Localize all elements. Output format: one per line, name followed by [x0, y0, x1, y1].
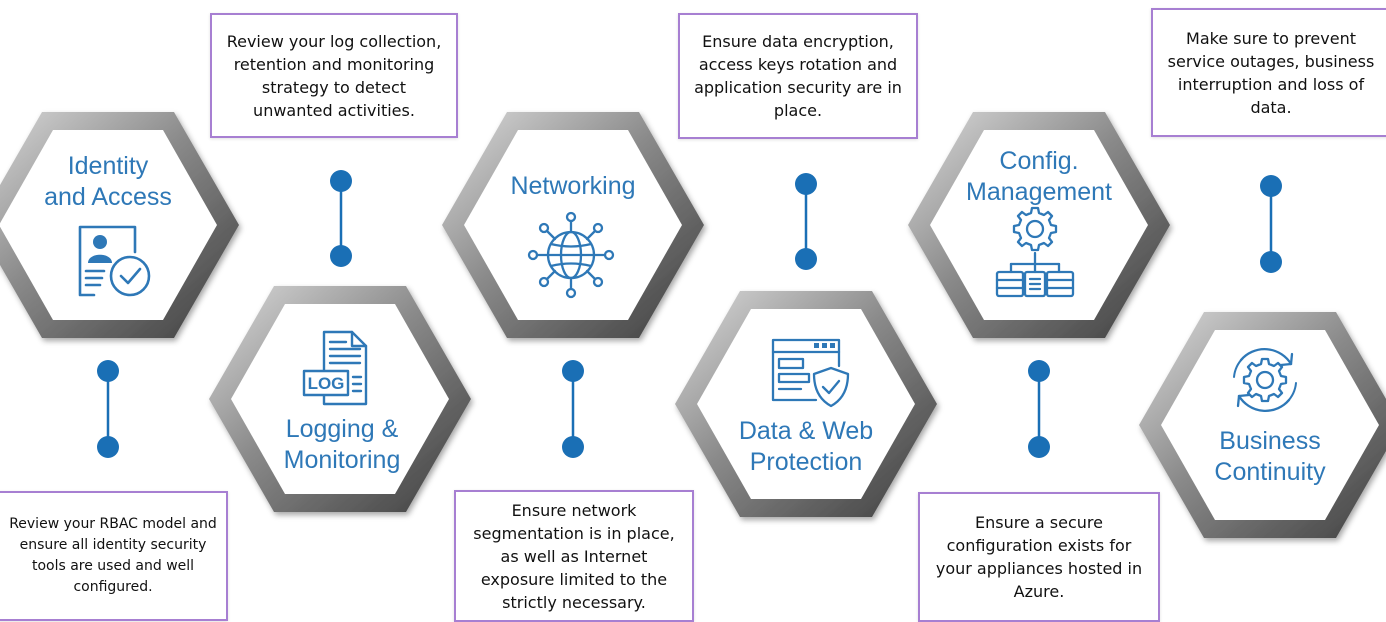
pillar-title-line: Config. — [999, 147, 1079, 175]
id-card-check-icon — [78, 225, 151, 297]
connector-config — [1028, 360, 1050, 458]
pillar-title-line: Management — [966, 178, 1112, 206]
connector-data — [795, 173, 817, 270]
description-networking: Ensure network segmentation is in place,… — [454, 490, 694, 622]
gear-cycle-icon — [1233, 348, 1297, 412]
svg-text:LOG: LOG — [308, 374, 345, 393]
pillar-title-line: and Access — [44, 183, 172, 211]
hexagon-networking — [442, 112, 704, 338]
pillar-title-line: Identity — [67, 152, 149, 180]
connector-continuity — [1260, 175, 1282, 273]
pillar-title-data: Data & Web Protection — [726, 416, 886, 478]
description-text: Ensure data encryption, access keys rota… — [694, 32, 902, 120]
pillar-title-line: Protection — [749, 448, 863, 476]
description-continuity: Make sure to prevent service outages, bu… — [1151, 8, 1386, 137]
hexagon-identity — [0, 112, 239, 338]
pillar-title-line: Data & Web — [738, 417, 874, 445]
browser-shield-icon — [771, 338, 850, 408]
hexagon-config — [908, 112, 1170, 338]
description-text: Review your log collection, retention an… — [226, 31, 442, 120]
hexagon-continuity — [1139, 312, 1386, 538]
pillar-title-line: Monitoring — [283, 446, 401, 474]
description-text: Review your RBAC model and ensure all id… — [9, 516, 217, 595]
connector-networking — [562, 360, 584, 458]
pillar-title-networking: Networking — [493, 171, 653, 202]
description-text: Make sure to prevent service outages, bu… — [1167, 28, 1375, 117]
description-config: Ensure a secure configuration exists for… — [918, 492, 1160, 622]
description-text: Ensure network segmentation is in place,… — [473, 500, 675, 612]
pillar-title-config: Config. Management — [959, 146, 1119, 208]
pillar-title-continuity: Business Continuity — [1196, 426, 1344, 488]
description-logging: Review your log collection, retention an… — [210, 13, 458, 138]
hexagon-data — [675, 291, 937, 517]
pillar-title-line: Continuity — [1214, 458, 1326, 486]
description-data: Ensure data encryption, access keys rota… — [678, 13, 918, 139]
gear-servers-icon — [995, 206, 1075, 298]
pillar-title-identity: Identity and Access — [38, 151, 178, 213]
pillar-title-line: Networking — [510, 172, 636, 200]
network-globe-icon — [527, 211, 615, 299]
pillar-title-logging: Logging & Monitoring — [264, 414, 420, 476]
description-text: Ensure a secure configuration exists for… — [935, 513, 1143, 601]
description-identity: Review your RBAC model and ensure all id… — [0, 491, 228, 621]
log-file-icon: LOG — [302, 330, 368, 406]
pillar-title-line: Logging & — [285, 415, 399, 443]
pillar-title-line: Business — [1219, 427, 1321, 455]
connector-identity — [97, 360, 119, 458]
connector-logging — [330, 170, 352, 267]
